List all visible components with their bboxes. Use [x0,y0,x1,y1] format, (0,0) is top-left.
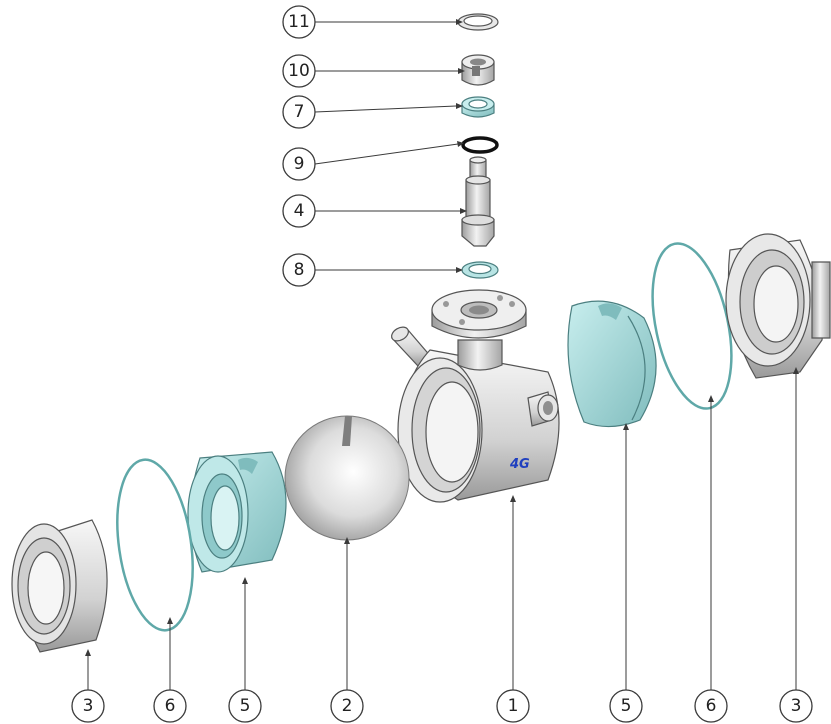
left-o-ring-part [116,458,194,632]
right-seat-part [567,300,657,428]
callout-label: 9 [294,154,305,174]
right-ferrule-part [725,233,831,379]
brand-mark: 4G [509,457,530,472]
callout-label: 8 [294,260,305,280]
callout-5-left: 5 [228,689,262,723]
callout-label: 10 [288,61,310,81]
callout-label: 6 [165,696,176,716]
callout-9: 9 [282,147,316,181]
thrust-washer-part [461,261,499,279]
callout-6-left: 6 [153,689,187,723]
stem-seal-part [461,96,495,118]
stem-part [461,156,495,247]
callout-1: 1 [496,689,530,723]
callout-11: 11 [282,5,316,39]
callout-3-right: 3 [779,689,813,723]
ball-part [284,415,410,541]
callout-label: 4 [294,201,305,221]
left-ferrule-part [11,519,108,653]
callout-label: 3 [83,696,94,716]
callout-label: 5 [621,696,632,716]
callout-5-right: 5 [609,689,643,723]
callout-6-right: 6 [694,689,728,723]
callout-label: 11 [288,12,310,32]
callout-label: 1 [508,696,519,716]
callout-4: 4 [282,194,316,228]
callout-10: 10 [282,54,316,88]
left-seat-part [187,451,287,573]
callout-8: 8 [282,253,316,287]
callout-label: 2 [342,696,353,716]
callout-2: 2 [330,689,364,723]
retaining-ring-part [457,13,499,31]
callout-label: 5 [240,696,251,716]
callout-label: 7 [294,102,305,122]
gland-nut-part [461,54,495,86]
stem-o-ring-part [461,136,499,154]
leader-lines [85,19,799,692]
callout-3-left: 3 [71,689,105,723]
callout-label: 6 [706,696,717,716]
callout-label: 3 [791,696,802,716]
valve-body-part: 4G [391,289,560,503]
callout-7: 7 [282,95,316,129]
